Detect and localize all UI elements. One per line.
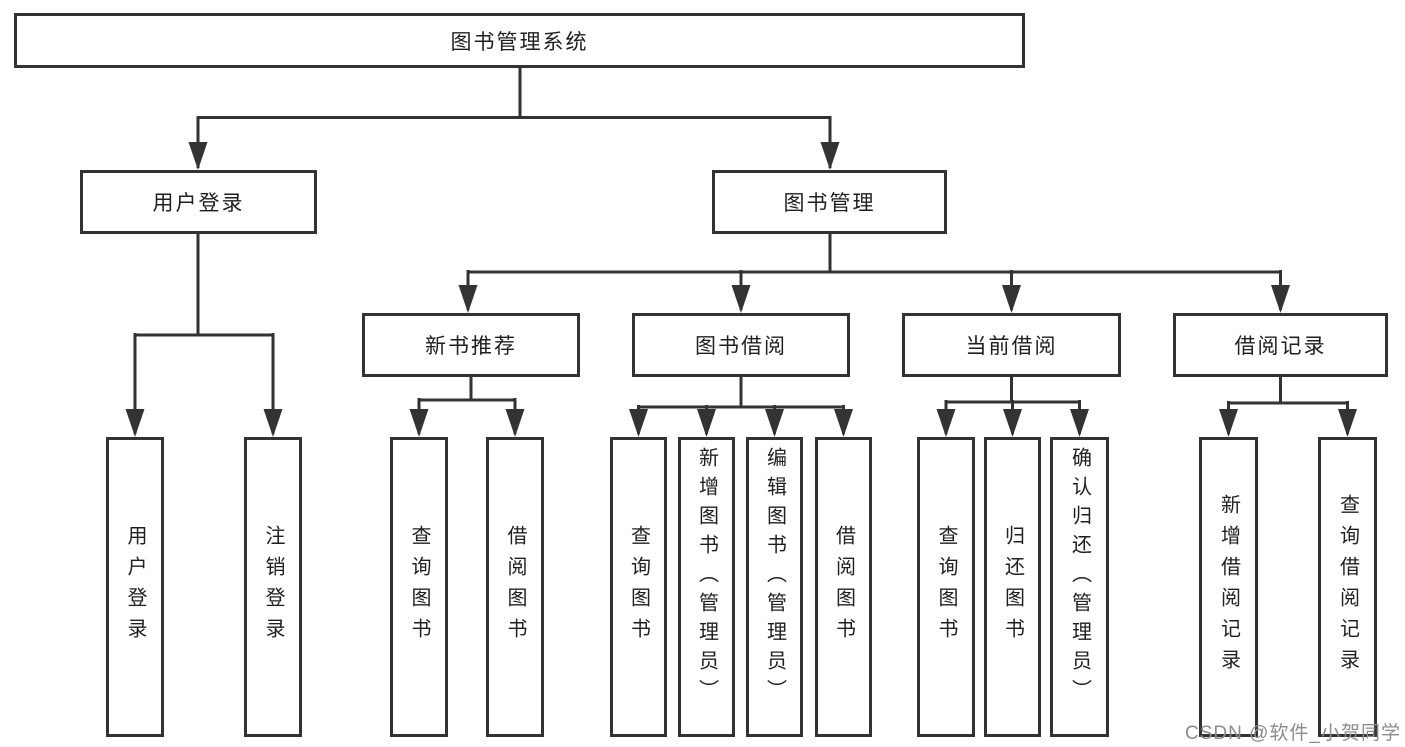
watermark: CSDN @软件_小贺同学 xyxy=(1185,723,1401,744)
leaf-borrow-add-books-admin: 新增图书（管理员） xyxy=(678,437,735,737)
arrowheads-level3 xyxy=(458,285,1290,313)
leaf-newbooks-borrow-books-label: 借阅图书 xyxy=(504,525,526,649)
connector-current-borrow xyxy=(944,377,1081,434)
leaf-current-confirm-return-admin: 确认归还（管理员） xyxy=(1050,437,1109,737)
connector-book-borrow xyxy=(637,377,845,434)
node-borrow-records-label: 借阅记录 xyxy=(1234,335,1327,358)
leaf-borrow-add-books-admin-label: 新增图书（管理员） xyxy=(695,447,718,708)
leaf-user-login-label: 用户登录 xyxy=(124,525,146,649)
node-book-mgmt: 图书管理 xyxy=(712,170,947,234)
leaf-borrow-query-books-label: 查询图书 xyxy=(627,525,650,649)
leaf-logout-login: 注销登录 xyxy=(244,437,302,737)
node-root-label: 图书管理系统 xyxy=(450,30,589,54)
arrowheads-user-login xyxy=(125,409,283,437)
connector-user-login xyxy=(133,234,275,434)
leaf-borrow-borrow-books-label: 借阅图书 xyxy=(832,525,855,649)
node-root: 图书管理系统 xyxy=(14,13,1025,68)
node-book-mgmt-label: 图书管理 xyxy=(783,192,876,215)
leaf-current-return-books: 归还图书 xyxy=(984,437,1041,737)
leaf-borrow-borrow-books: 借阅图书 xyxy=(815,437,872,737)
leaf-logout-login-label: 注销登录 xyxy=(262,525,284,649)
node-current-borrow-label: 当前借阅 xyxy=(965,335,1058,358)
node-user-login: 用户登录 xyxy=(80,170,317,234)
leaf-borrow-edit-books-admin-label: 编辑图书（管理员） xyxy=(763,447,786,708)
leaf-user-login: 用户登录 xyxy=(106,437,164,737)
arrowheads-new-books xyxy=(409,409,525,437)
leaf-borrow-query-books: 查询图书 xyxy=(610,437,667,737)
leaf-current-return-books-label: 归还图书 xyxy=(1001,525,1024,649)
leaf-records-add-record-label: 新增借阅记录 xyxy=(1217,494,1240,680)
connector-book-mgmt xyxy=(466,234,1282,310)
connector-new-books xyxy=(417,377,517,434)
node-book-borrow-label: 图书借阅 xyxy=(695,335,787,358)
node-new-books: 新书推荐 xyxy=(362,313,580,377)
leaf-current-query-books-label: 查询图书 xyxy=(935,525,957,649)
leaf-newbooks-borrow-books: 借阅图书 xyxy=(486,437,544,737)
connector-borrow-records xyxy=(1227,377,1349,434)
leaf-records-query-record: 查询借阅记录 xyxy=(1318,437,1377,737)
node-borrow-records: 借阅记录 xyxy=(1173,313,1388,377)
leaf-newbooks-query-books-label: 查询图书 xyxy=(408,525,430,649)
node-book-borrow: 图书借阅 xyxy=(632,313,850,377)
leaf-records-query-record-label: 查询借阅记录 xyxy=(1336,494,1359,680)
leaf-borrow-edit-books-admin: 编辑图书（管理员） xyxy=(746,437,803,737)
arrowheads-borrow-records xyxy=(1219,409,1357,437)
arrowheads-current-borrow xyxy=(936,409,1089,437)
leaf-current-query-books: 查询图书 xyxy=(917,437,975,737)
node-user-login-label: 用户登录 xyxy=(152,192,245,215)
arrowheads-level2 xyxy=(188,142,840,170)
leaf-current-confirm-return-admin-label: 确认归还（管理员） xyxy=(1068,447,1091,708)
connector-root-to-level2 xyxy=(196,68,832,168)
node-current-borrow: 当前借阅 xyxy=(902,313,1121,377)
leaf-newbooks-query-books: 查询图书 xyxy=(390,437,448,737)
node-new-books-label: 新书推荐 xyxy=(425,335,517,358)
arrowheads-book-borrow xyxy=(629,409,853,437)
leaf-records-add-record: 新增借阅记录 xyxy=(1199,437,1258,737)
